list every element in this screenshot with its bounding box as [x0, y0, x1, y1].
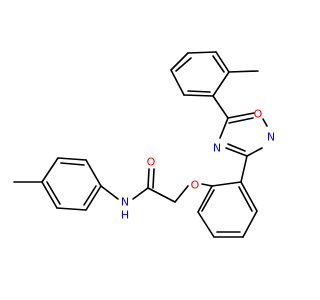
- bond: [211, 181, 242, 187]
- bond-inner: [238, 186, 253, 212]
- bond: [85, 185, 102, 211]
- bond: [219, 117, 229, 139]
- atom-n-amide: N: [121, 196, 129, 209]
- bond: [41, 157, 59, 183]
- atom-h-amide: H: [121, 209, 129, 222]
- bond-inner: [228, 117, 254, 124]
- bond: [170, 69, 185, 96]
- bond-inner: [152, 168, 155, 189]
- structure-canvas: O N N O O N H: [13, 51, 276, 238]
- bond: [187, 51, 217, 54]
- bond-methyl: [228, 70, 259, 73]
- bond: [201, 183, 213, 187]
- bonds: [13, 51, 268, 238]
- bond: [212, 95, 229, 119]
- bond: [212, 71, 230, 97]
- bond: [132, 187, 149, 200]
- bond: [227, 112, 255, 119]
- bond: [57, 157, 87, 161]
- bond-inner: [83, 185, 97, 206]
- bond: [147, 168, 150, 189]
- bond: [56, 207, 87, 211]
- atom-labels: O N N O O N H: [121, 108, 275, 222]
- atom-o-carbonyl: O: [147, 156, 156, 169]
- atom-n-ring-right: N: [267, 131, 275, 144]
- bond: [100, 185, 119, 200]
- bond: [240, 181, 258, 212]
- bond-inner: [46, 181, 61, 205]
- bond-inner: [175, 57, 192, 72]
- bond: [147, 187, 176, 203]
- bond: [242, 210, 258, 238]
- atom-o-ring: O: [254, 108, 263, 121]
- bond: [215, 51, 230, 73]
- bond: [183, 94, 214, 97]
- bond-inner: [227, 143, 246, 152]
- bond-inner: [60, 162, 85, 166]
- atom-o-ether: O: [191, 179, 200, 192]
- bond: [197, 185, 213, 213]
- bond: [262, 118, 268, 127]
- bond: [41, 181, 58, 209]
- atom-n-ring-left: N: [213, 142, 221, 155]
- bond: [225, 147, 248, 157]
- bond-inner: [212, 55, 225, 73]
- bond: [174, 185, 189, 203]
- molecule-drawing: O N N O O N H: [13, 51, 275, 238]
- bond: [197, 211, 215, 238]
- bond: [85, 159, 102, 187]
- bond: [170, 52, 189, 71]
- bond: [246, 147, 263, 157]
- bond-inner: [201, 189, 215, 212]
- bond: [240, 155, 248, 183]
- bond-inner: [187, 90, 211, 93]
